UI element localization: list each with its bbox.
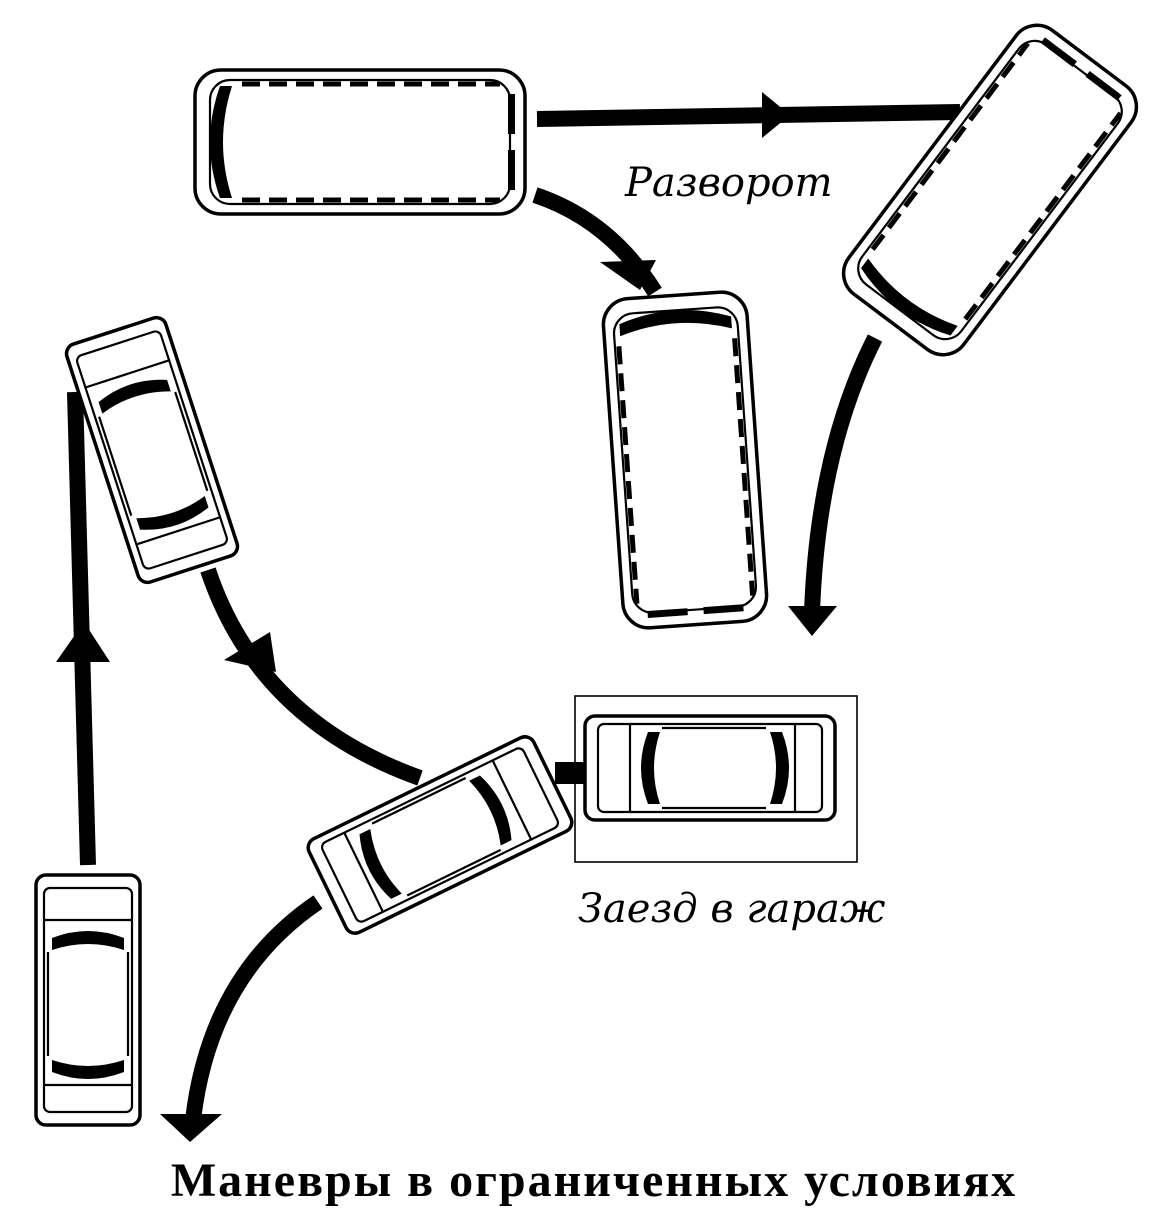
label-u-turn: Разворот: [624, 160, 833, 206]
sedan-upper-left: [62, 313, 242, 587]
van-middle: [602, 290, 769, 629]
van-straight-arrowhead: [762, 92, 790, 138]
van-top-right: [833, 15, 1147, 365]
sedan-exit-arrowhead: [160, 1114, 222, 1142]
sedan-lower-left: [34, 873, 142, 1127]
sedan-curve-arrowhead: [224, 632, 276, 672]
sedan-in-garage: [583, 714, 837, 822]
sedan-middle: [303, 731, 577, 939]
van-straight-path: [536, 104, 961, 127]
van-down-curve: [804, 334, 883, 613]
tow-link: [555, 762, 587, 784]
garage-outline: [574, 695, 858, 863]
van-down-arrowhead: [788, 606, 837, 636]
sedan-vertical-arrowhead: [56, 622, 110, 662]
diagram-title: Маневры в ограниченных условиях: [171, 1154, 1017, 1207]
van-reverse-arrowhead: [600, 260, 656, 290]
sedan-curve-to-garage: [200, 567, 423, 786]
sedan-curve-exit: [185, 895, 323, 1121]
label-garage-entry: Заезд в гараж: [578, 886, 886, 932]
van-top-left: [195, 70, 525, 214]
